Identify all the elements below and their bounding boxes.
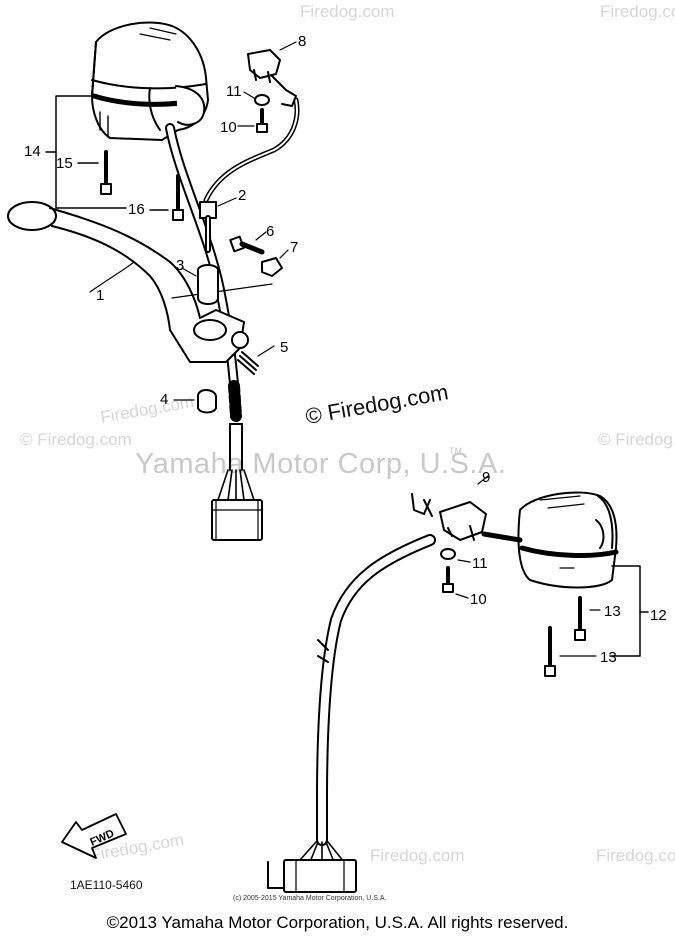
- screw-10-right: [442, 566, 469, 599]
- small-copyright: (c) 2005-2015 Yamaha Motor Corporation, …: [233, 895, 387, 902]
- callout-16: 16: [128, 201, 145, 218]
- footer-copyright: ©2013 Yamaha Motor Corporation, U.S.A. A…: [106, 913, 569, 932]
- screw-6: [229, 231, 267, 255]
- switch-8-cable: [203, 97, 300, 203]
- callout-11-right: 11: [472, 555, 488, 572]
- cap-4: [173, 389, 217, 414]
- watermark-yamaha: Yamaha Motor Corp, U.S.A.: [135, 448, 507, 480]
- callout-10-right: 10: [470, 591, 487, 608]
- callout-9: 9: [482, 469, 490, 486]
- callout-2: 2: [238, 187, 246, 204]
- watermark-top-right: Firedog.com: [600, 2, 675, 21]
- screw-13-lower: [544, 626, 597, 677]
- collar-3: [181, 264, 219, 305]
- watermark-tm: TM: [449, 446, 462, 456]
- spring-5: [237, 345, 275, 375]
- switch-9: [411, 475, 523, 543]
- watermark-left: © Firedog.com: [20, 430, 132, 449]
- left-wire-bundle: [211, 380, 263, 541]
- callout-4: 4: [160, 391, 168, 408]
- watermark-top: Firedog.com: [300, 2, 395, 21]
- callout-1: 1: [96, 287, 104, 304]
- callout-13-lower: 13: [600, 649, 617, 666]
- callout-13-upper: 13: [604, 603, 621, 620]
- watermark-right: © Firedog.com: [598, 430, 675, 449]
- callout-3: 3: [176, 257, 184, 274]
- washer-11-left: [243, 91, 270, 106]
- pivot-bolt-2: [199, 197, 237, 253]
- fwd-arrow: FWD: [61, 813, 127, 859]
- part-code: 1AE110-5460: [70, 878, 143, 892]
- right-cable-main: [316, 534, 436, 846]
- watermark-bottom-center: Firedog.com: [370, 846, 465, 865]
- switch-8: [247, 41, 297, 107]
- callout-8: 8: [298, 33, 306, 50]
- screw-10-left: [237, 108, 268, 133]
- callout-12: 12: [650, 607, 667, 624]
- callout-6: 6: [266, 223, 274, 240]
- watermark-bottom-right: Firedog.com: [596, 846, 675, 865]
- callout-14: 14: [24, 143, 41, 160]
- screw-15: [77, 150, 112, 195]
- clutch-lever-1: [7, 201, 273, 363]
- callout-5: 5: [280, 339, 288, 356]
- screw-16: [149, 174, 184, 221]
- right-connector: [267, 841, 357, 893]
- callout-10-left: 10: [220, 119, 237, 136]
- callout-11-left: 11: [226, 83, 242, 100]
- callout-15: 15: [56, 155, 73, 172]
- washer-11-right: [440, 548, 471, 563]
- left-switch-housing: [91, 21, 209, 141]
- right-switch-housing: [517, 491, 619, 589]
- screw-13-upper: [574, 596, 601, 641]
- nut-7: [261, 249, 289, 277]
- callout-7: 7: [290, 239, 298, 256]
- bracket-12: [609, 565, 641, 657]
